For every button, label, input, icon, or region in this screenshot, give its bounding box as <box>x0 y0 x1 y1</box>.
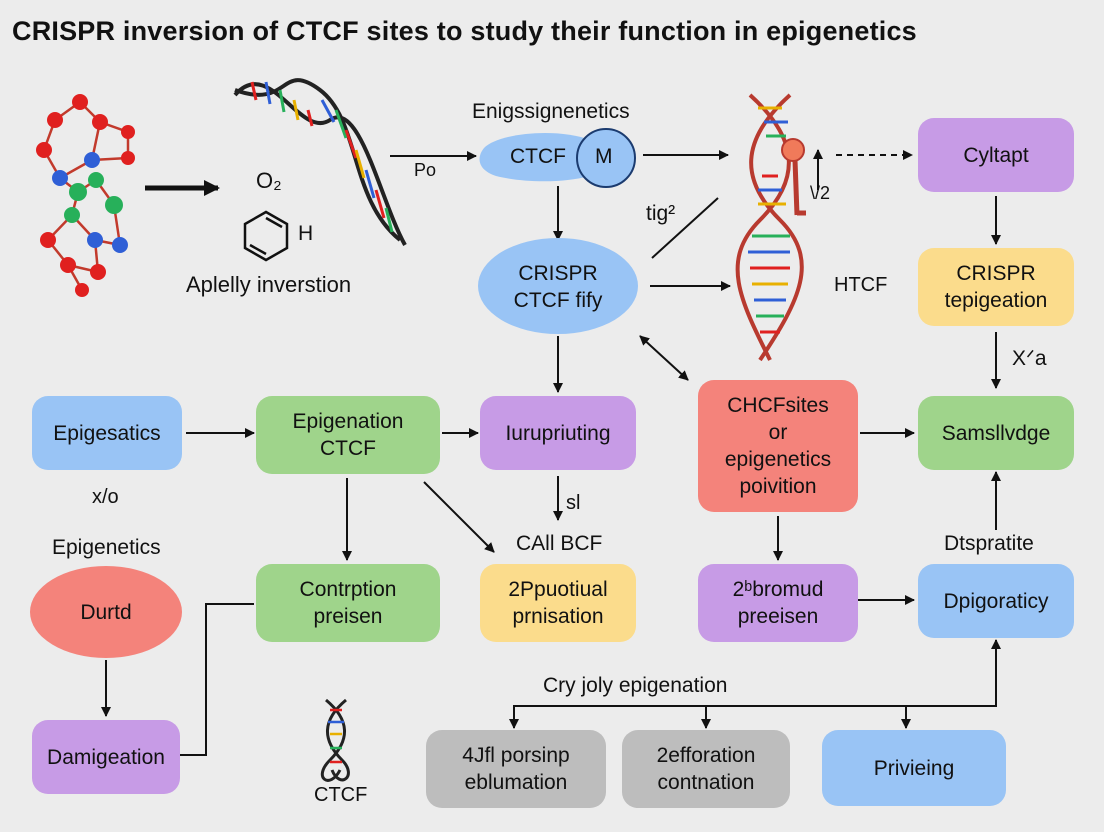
efforation-node: 2efforation contnation <box>622 730 790 808</box>
crispr-ctcf-blob <box>478 238 638 334</box>
crispr-ctcf-node: CRISPR CTCF fifу <box>513 262 603 312</box>
dtspratite-label: Dtspratite <box>944 532 1034 555</box>
h-label: H <box>298 222 314 245</box>
ctcf-bottom-label: CTCF <box>314 784 368 806</box>
cyltapt-node: Cyltapt <box>918 118 1074 192</box>
o2-label: O₂ <box>256 168 282 193</box>
small-dna-icon <box>320 698 350 782</box>
dna-with-marker-icon <box>735 93 806 362</box>
tig-label: tig² <box>646 202 676 225</box>
diagram-title: CRISPR inversion of CTCF sites to study … <box>12 16 917 46</box>
u2-label: \/2 <box>810 183 831 203</box>
chcf-sites-node: CHCFsites or epigenetics poivition <box>698 380 858 512</box>
benzene-ring-icon <box>243 210 289 262</box>
samsllvdge-node: Samsllvdge <box>918 396 1074 470</box>
dpigoraticy-node: Dpigoraticy <box>918 564 1074 638</box>
privieing-node: Privieing <box>822 730 1006 806</box>
porsinp-node: 4Jfl porsinp eblumation <box>426 730 606 808</box>
epigesatics-node: Epigesatics <box>32 396 182 470</box>
enig-label: Enigssignenetics <box>472 100 630 123</box>
x0-label: x/o <box>92 486 119 508</box>
htcf-label: HTCF <box>834 274 888 296</box>
ctcf-top-label: CTCF <box>510 145 566 168</box>
xa-label: Xᐟa <box>1012 347 1047 370</box>
epigenation-ctcf-node: Epigenation CTCF <box>256 396 440 474</box>
durtd-node: Durtd <box>80 600 132 624</box>
aplelly-label: Aplelly inverstion <box>186 272 352 297</box>
sl-label: sl <box>566 492 581 514</box>
cryjoly-label: Cry joly epigenation <box>543 674 728 697</box>
callbcf-label: CAll BCF <box>516 532 603 555</box>
m-label: M <box>595 145 613 168</box>
po-label: Po <box>414 160 437 180</box>
epigenetics-label: Epigenetics <box>52 536 161 559</box>
bromud-node: 2ᵇbromud preeisen <box>698 564 858 642</box>
damigeation-node: Damigeation <box>32 720 180 794</box>
molecule-atoms <box>36 94 135 297</box>
contrption-node: Contrption preisen <box>256 564 440 642</box>
iurupriuting-node: Iurupriuting <box>480 396 636 470</box>
durtd-oval <box>30 566 182 658</box>
crispr-tepigeation-node: CRISPR tepigeation <box>918 248 1074 326</box>
dna-helix-icon <box>233 78 407 246</box>
pputial-node: 2Ppuotiual prnisation <box>480 564 636 642</box>
